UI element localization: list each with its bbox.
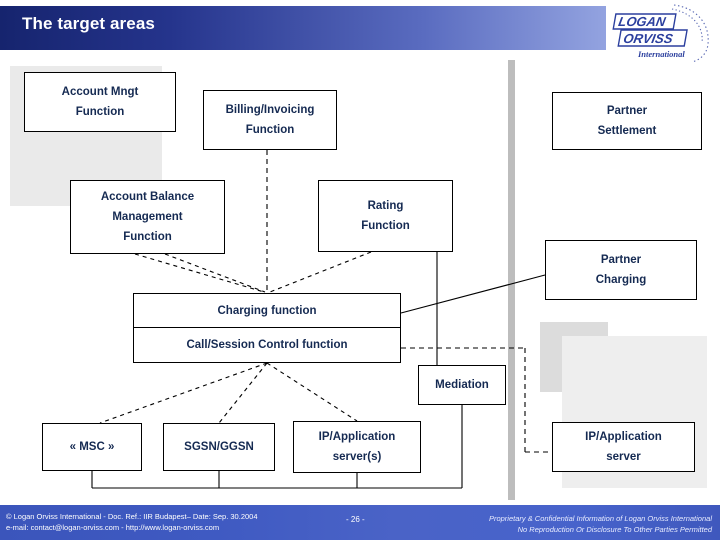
box-rating-function[interactable]: Rating Function (318, 180, 453, 252)
box-label-line2: Management (112, 211, 183, 223)
footer-copyright-line: © Logan Orviss International - Doc. Ref.… (6, 512, 258, 521)
vertical-divider (508, 60, 515, 500)
title-bar (0, 6, 606, 50)
box-sgsn-ggsn[interactable]: SGSN/GGSN (163, 423, 275, 471)
footer-confidential-line1: Proprietary & Confidential Information o… (488, 514, 712, 523)
box-partner-charging[interactable]: Partner Charging (545, 240, 697, 300)
box-charging-function[interactable]: Charging function (134, 294, 400, 328)
box-label-line2: Function (245, 124, 295, 136)
svg-text:LOGAN: LOGAN (617, 14, 667, 29)
page-number: - 26 - (346, 515, 365, 524)
box-partner-settlement[interactable]: Partner Settlement (552, 92, 702, 150)
box-billing-invoicing-function[interactable]: Billing/Invoicing Function (203, 90, 337, 150)
svg-text:ORVISS: ORVISS (622, 31, 674, 46)
box-label-line3: Function (123, 231, 172, 243)
box-label-line1: Mediation (435, 379, 489, 391)
box-label-line1: IP/Application (585, 431, 662, 443)
footer-right-text: Proprietary & Confidential Information o… (489, 513, 712, 535)
footer-left-text: © Logan Orviss International - Doc. Ref.… (6, 511, 258, 533)
box-ip-application-servers[interactable]: IP/Application server(s) (293, 421, 421, 473)
box-ip-application-server[interactable]: IP/Application server (552, 422, 695, 472)
box-label-line1: « MSC » (69, 441, 115, 453)
footer-contact-line: e-mail: contact@logan-orviss.com - http:… (6, 523, 220, 532)
footer-confidential-line2: No Reproduction Or Disclosure To Other P… (517, 525, 712, 534)
box-label-line1: IP/Application (318, 431, 396, 443)
box-mediation[interactable]: Mediation (418, 365, 506, 405)
box-account-mngt-function[interactable]: Account Mngt Function (24, 72, 176, 132)
logan-orviss-logo: LOGAN ORVISS International (612, 4, 709, 63)
box-label-line1: Account Balance (100, 191, 195, 203)
box-label-line1: Partner (606, 105, 648, 117)
box-charging-stack: Charging function Call/Session Control f… (133, 293, 401, 363)
box-label-line2: Settlement (597, 125, 657, 137)
box-msc[interactable]: « MSC » (42, 423, 142, 471)
box-label-line1: Billing/Invoicing (225, 104, 315, 116)
box-label-line1: Partner (600, 254, 642, 266)
box-label-line1: Rating (367, 200, 404, 212)
box-label-line1: Account Mngt (61, 86, 139, 98)
svg-text:International: International (637, 49, 685, 59)
box-label-line2: Function (75, 106, 125, 118)
box-label-line2: server(s) (332, 451, 382, 463)
box-label-line1: SGSN/GGSN (184, 441, 254, 453)
page-title: The target areas (22, 14, 155, 33)
box-label-line2: Charging (595, 274, 647, 286)
footer-bar: © Logan Orviss International - Doc. Ref.… (0, 505, 720, 540)
box-label-line2: Function (361, 220, 410, 232)
box-account-balance-management-function[interactable]: Account Balance Management Function (70, 180, 225, 254)
box-call-session-control-function[interactable]: Call/Session Control function (186, 339, 348, 351)
box-label-line2: server (606, 451, 641, 463)
